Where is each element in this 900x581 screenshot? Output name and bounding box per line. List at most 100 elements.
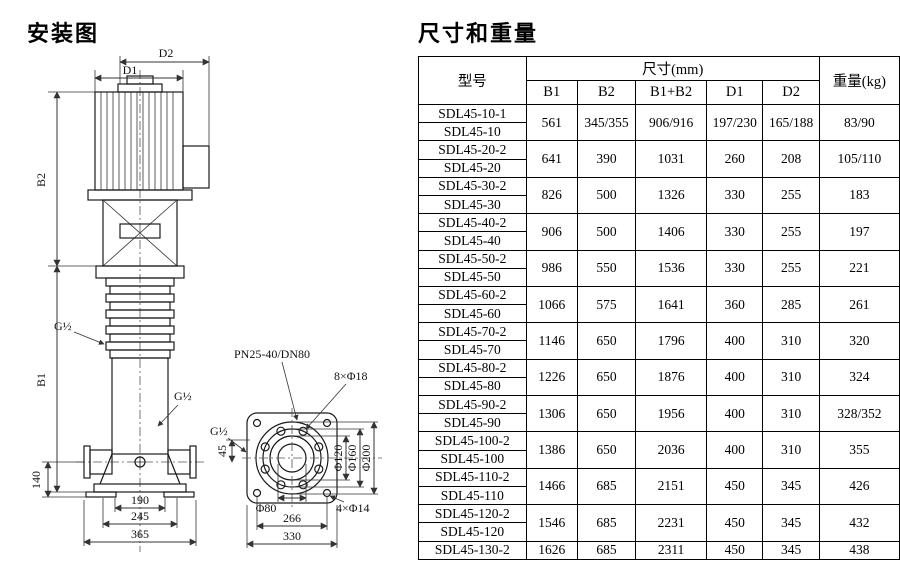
dimension-cell: 1876 [635,358,708,397]
model-cell: SDL45-60 [418,304,527,324]
dimension-cell: 1466 [525,467,578,506]
installation-diagram: D2 D1 B2 B1 140 190 245 365 G½ G½ G½ [29,46,382,552]
corner-hole [322,488,332,498]
dimension-cell: 1641 [635,285,708,324]
thread-label-g2: G½ [174,389,192,403]
weight-cell: 426 [818,467,900,506]
corner-hole-label-4: 4×Φ14 [336,501,370,515]
weight-cell: 438 [818,540,900,560]
dimension-cell: 330 [706,176,764,215]
dimension-cell: 400 [706,358,764,397]
dim-label-330: 330 [283,529,301,543]
model-cell: SDL45-110-2 [418,467,527,487]
dimension-cell: 1546 [525,504,578,542]
terminal-box [182,145,210,189]
table-row: SDL45-20 [418,158,900,178]
base-leg [167,453,181,485]
dimension-cell: 2231 [635,504,708,542]
header-d1: D1 [706,80,764,105]
dimension-cell: 255 [762,176,820,215]
table-row: SDL45-100 [418,449,900,469]
weight-cell: 261 [818,285,900,324]
dimension-cell: 345 [762,504,820,542]
dimension-cell: 345 [762,540,820,560]
coupling-guard [119,223,161,239]
dimension-cell: 1146 [525,322,578,360]
model-cell: SDL45-40-2 [418,213,527,233]
dimension-cell: 345 [762,467,820,506]
base-plate [93,483,187,493]
model-cell: SDL45-50 [418,267,527,287]
dimension-cell: 650 [576,322,637,360]
table-row: SDL45-60 [418,304,900,324]
model-cell: SDL45-20 [418,158,527,178]
model-cell: SDL45-120 [418,522,527,542]
foot-pad-right [163,491,195,498]
motor-body [94,91,184,191]
pump-barrel [111,357,169,455]
model-cell: SDL45-100 [418,449,527,469]
model-cell: SDL45-30-2 [418,176,527,196]
dim-label-266: 266 [283,511,301,525]
model-cell: SDL45-20-2 [418,140,527,160]
dimension-cell: 310 [762,394,820,433]
dimension-cell: 400 [706,431,764,469]
dimension-cell: 310 [762,358,820,397]
table-row: SDL45-80 [418,376,900,397]
model-cell: SDL45-100-2 [418,431,527,451]
weight-cell: 324 [818,358,900,397]
header-size-group: 尺寸(mm) [525,56,820,81]
corner-hole [252,418,262,428]
dimension-cell: 1626 [525,540,578,560]
dimension-cell: 400 [706,322,764,360]
lantern-brace [102,199,178,267]
model-cell: SDL45-70 [418,340,527,360]
dimension-cell: 1066 [525,285,578,324]
dim-label-phi160: Φ160 [345,445,359,472]
dimension-cell: 197/230 [706,103,764,142]
corner-hole [322,418,332,428]
dimension-cell: 685 [576,540,637,560]
dimension-cell: 255 [762,249,820,287]
dimension-cell: 1226 [525,358,578,397]
header-model: 型号 [418,56,527,105]
table-row: SDL45-110 [418,485,900,506]
weight-cell: 183 [818,176,900,215]
spec-table: 型号 尺寸(mm) 重量(kg) B1 B2 B1+B2 D1 D2 SDL45… [418,56,900,560]
base-leg [99,453,113,485]
weight-cell: 432 [818,504,900,542]
model-cell: SDL45-40 [418,231,527,251]
model-cell: SDL45-120-2 [418,504,527,524]
model-cell: SDL45-70-2 [418,322,527,342]
dimension-cell: 500 [576,213,637,251]
dimension-cell: 2036 [635,431,708,469]
dim-label-b1: B1 [34,373,48,387]
thread-label-g1: G½ [54,319,72,333]
model-cell: SDL45-50-2 [418,249,527,269]
bolt-hole-label-8: 8×Φ18 [334,369,368,383]
table-row: SDL45-40 [418,231,900,251]
weight-cell: 83/90 [818,103,900,142]
model-cell: SDL45-30 [418,194,527,215]
dimension-cell: 390 [576,140,637,178]
weight-cell: 221 [818,249,900,287]
dimension-cell: 906 [525,213,578,251]
dimension-cell: 450 [706,540,764,560]
table-row: SDL45-90 [418,413,900,433]
dimension-cell: 345/355 [576,103,637,142]
dimension-cell: 310 [762,322,820,360]
header-b1b2: B1+B2 [635,80,708,105]
dimension-cell: 1406 [635,213,708,251]
table-row: SDL45-120 [418,522,900,542]
dimension-cell: 906/916 [635,103,708,142]
model-cell: SDL45-130-2 [418,540,527,560]
dimension-cell: 2151 [635,467,708,506]
